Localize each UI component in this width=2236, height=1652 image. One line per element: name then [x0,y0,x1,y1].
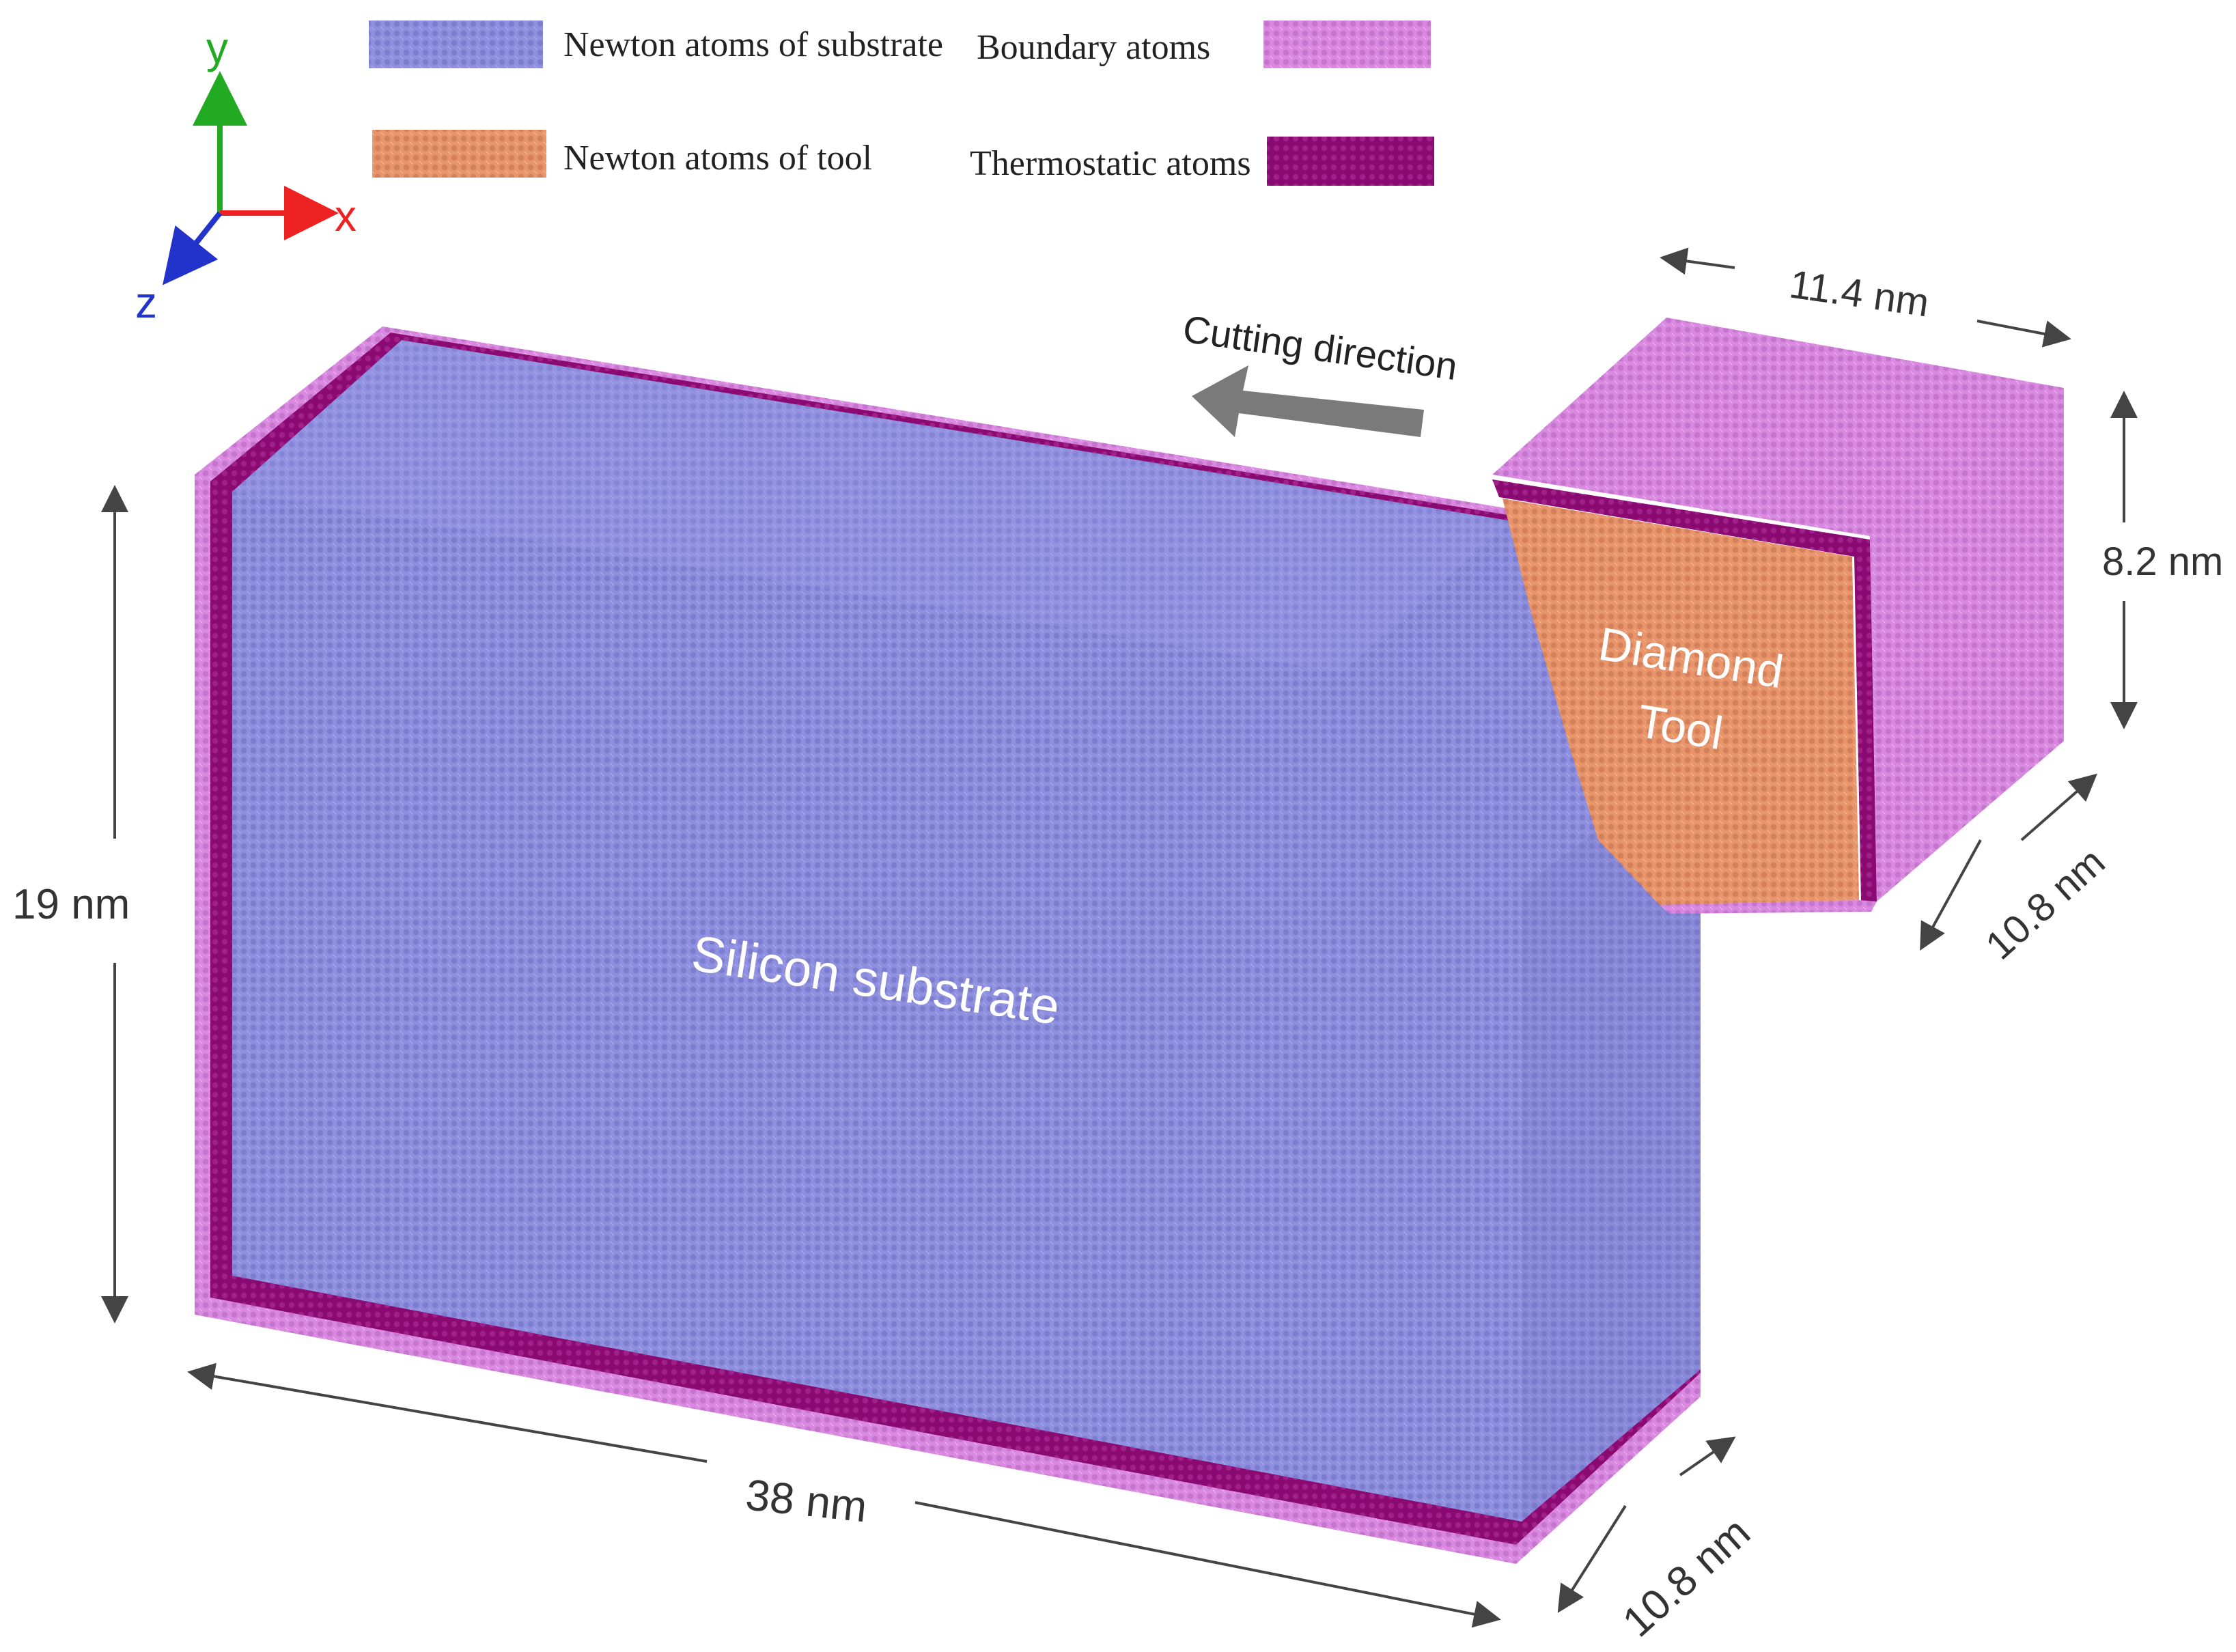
legend-label-newton-substrate: Newton atoms of substrate [563,25,943,64]
z-axis-label: z [135,278,157,327]
substrate-right-face [1522,751,1701,1522]
legend-swatch-newton-substrate [369,20,543,68]
substrate-depth-arrow-up [1679,1436,1736,1476]
tool-height-label: 8.2 nm [2102,540,2223,584]
legend-label-thermostatic: Thermostatic atoms [970,144,1251,183]
substrate-length-label: 38 nm [744,1470,869,1531]
tool-width-label: 11.4 nm [1787,262,1931,326]
tool-boundary-shell [1492,318,2064,901]
tool-depth-arrow [1920,839,1982,951]
legend: Newton atoms of substrate Boundary atoms… [369,20,1434,186]
diamond-tool: Diamond Tool [1492,318,2064,914]
cutting-direction-label: Cutting direction [1180,307,1460,388]
tool-width-arrow-left [1660,247,1735,275]
legend-swatch-thermostatic [1267,137,1434,186]
substrate-length-arrow-right [914,1501,1501,1628]
substrate-top-face [232,340,1509,673]
tool-boundary-bottom [1660,900,1877,914]
legend-label-boundary: Boundary atoms [977,28,1210,67]
tool-width-arrow-right [1976,320,2071,348]
z-axis-arrow [163,211,223,285]
legend-swatch-boundary [1263,20,1431,68]
substrate-depth-arrow-down [1557,1504,1627,1613]
tool-depth-label: 10.8 nm [1977,839,2113,968]
substrate-depth-label: 10.8 nm [1614,1509,1759,1646]
axis-triad: y x z [135,23,357,327]
silicon-substrate: Silicon substrate [195,326,1701,1564]
substrate-length-arrow-left [187,1362,708,1463]
cutting-direction: Cutting direction [1180,307,1460,437]
y-axis-label: y [206,23,228,72]
tool-depth-arrow-2 [2020,773,2098,841]
legend-swatch-newton-tool [372,130,546,178]
tool-newton-atoms [1503,499,1859,905]
cutting-direction-arrow [1192,365,1424,437]
substrate-height-label: 19 nm [12,881,130,928]
legend-label-newton-tool: Newton atoms of tool [563,139,872,178]
substrate-newton-atoms [232,340,1701,1522]
x-axis-label: x [335,191,357,240]
